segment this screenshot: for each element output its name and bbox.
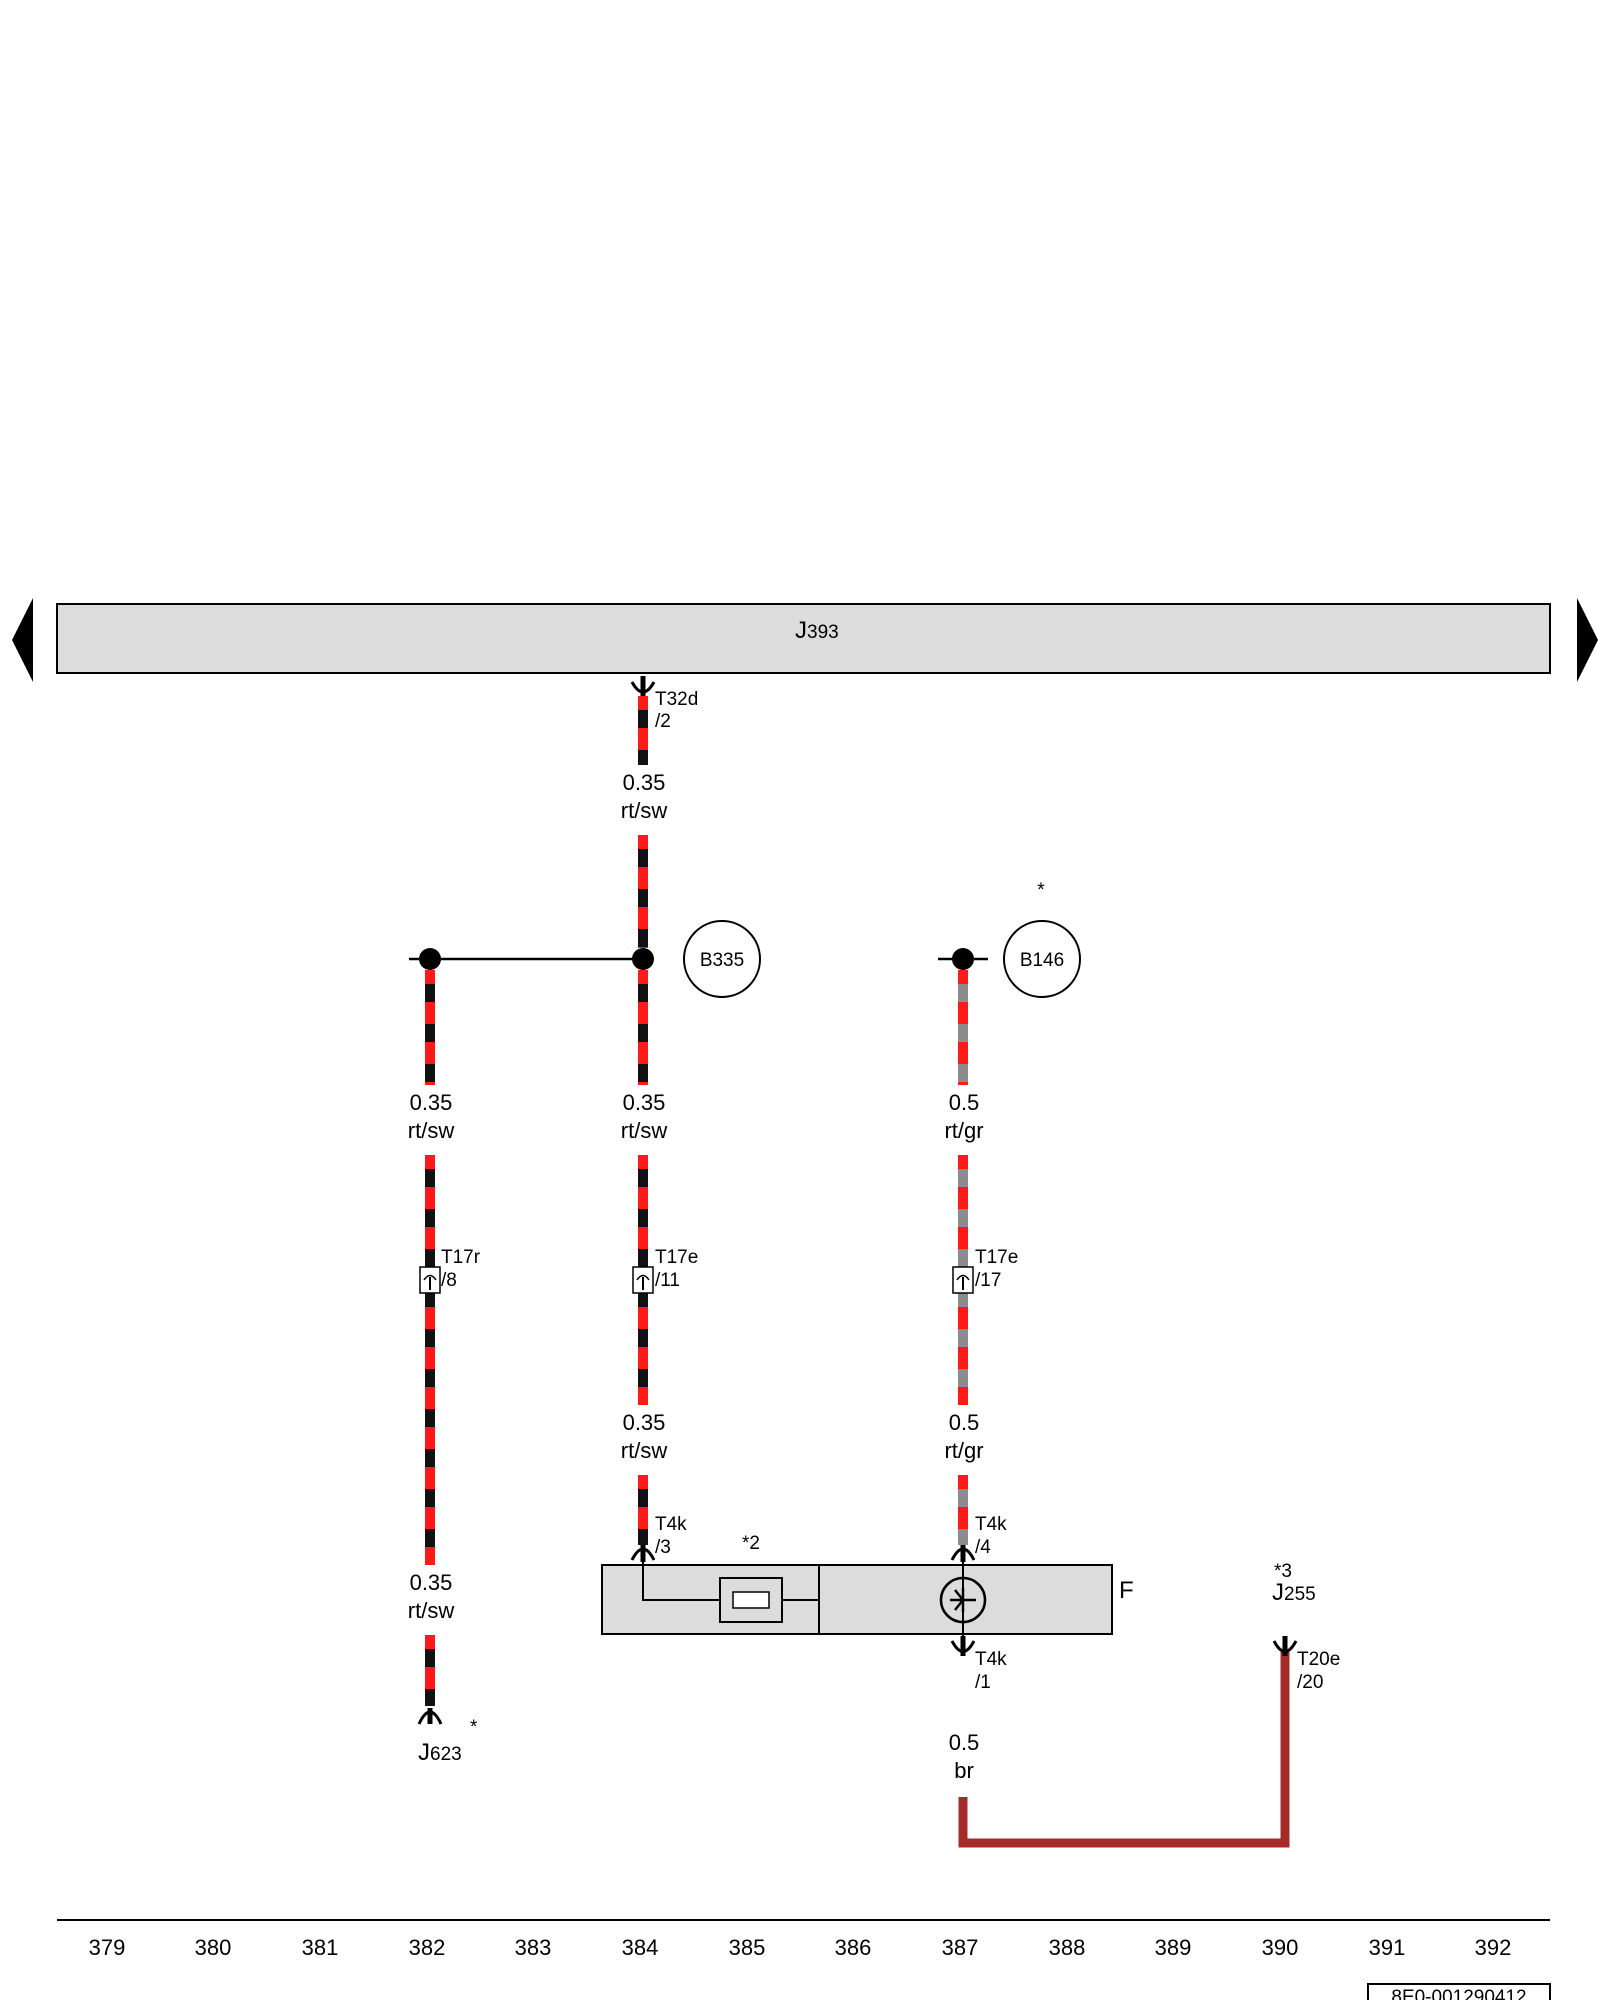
t17e-17-name: T17e: [975, 1247, 1018, 1268]
b146-label: B146: [1020, 950, 1064, 971]
b146-mark: *: [1037, 880, 1045, 901]
j255-mark: *3: [1274, 1561, 1292, 1582]
grid-number: 380: [195, 1935, 232, 1960]
grid-number: 390: [1262, 1935, 1299, 1960]
t4k-3-name: T4k: [655, 1514, 687, 1535]
wire-size-label: 0.5: [949, 1730, 980, 1755]
brake-switch-icon: [939, 1576, 987, 1624]
splice-dot-384: [632, 948, 654, 970]
wire-labels: 0.35 rt/sw 0.35 rt/sw 0.35 rt/sw 0.5 rt/…: [408, 770, 984, 1783]
grid-number: 385: [729, 1935, 766, 1960]
j623-mark: *: [470, 1717, 478, 1738]
triangle-right-icon[interactable]: [1577, 598, 1598, 682]
splice-dot-387: [952, 948, 974, 970]
grid-number: 389: [1155, 1935, 1192, 1960]
grid-number: 391: [1369, 1935, 1406, 1960]
b335-splice: [683, 920, 761, 998]
connector-labels: T32d /2 T17r /8 T17e /11 T17e /17 T4k /3…: [441, 689, 1340, 1693]
pin-t4k-4: [950, 1545, 976, 1562]
grid-number: 387: [942, 1935, 979, 1960]
grid-number: 383: [515, 1935, 552, 1960]
t20e-name: T20e: [1297, 1649, 1340, 1670]
wire-382-to-j623: [425, 1635, 435, 1706]
fuse-element: [732, 1591, 770, 1609]
wire-segments: [425, 696, 968, 1706]
pin-t20e: [1272, 1636, 1298, 1656]
t17e-11-pin: /11: [655, 1270, 680, 1291]
wire-color-label: rt/gr: [944, 1118, 983, 1143]
wire-color-label: rt/sw: [408, 1118, 455, 1143]
t17e-11-name: T17e: [655, 1247, 698, 1268]
wire-t32d-to-b335: [638, 696, 648, 765]
splice-dot-382: [419, 948, 441, 970]
wire-color-label: rt/sw: [621, 1438, 668, 1463]
t4k-3-pin: /3: [655, 1537, 671, 1558]
wire-size-label: 0.35: [623, 1090, 666, 1115]
grid-number: 384: [622, 1935, 659, 1960]
pin-t4k-3: [630, 1545, 656, 1562]
wire-size-label: 0.5: [949, 1410, 980, 1435]
j255-label: J255: [1272, 1579, 1316, 1606]
t4k-1-name: T4k: [975, 1649, 1007, 1670]
inline-connector-t17e-11: [632, 1266, 654, 1294]
f-internal-wire: [642, 1560, 819, 1601]
t17r-pin: /8: [441, 1270, 457, 1291]
j623-label: J623: [418, 1739, 462, 1766]
wire-color-label: rt/gr: [944, 1438, 983, 1463]
pin-t32d: [630, 676, 656, 696]
grid-number: 392: [1475, 1935, 1512, 1960]
b335-label: B335: [700, 950, 744, 971]
grid-number: 388: [1049, 1935, 1086, 1960]
triangle-left-icon[interactable]: [12, 598, 33, 682]
t20e-pin: /20: [1297, 1672, 1323, 1693]
t17e-17-pin: /17: [975, 1270, 1001, 1291]
wire-384-upper: [638, 835, 648, 948]
t32d-name: T32d: [655, 689, 698, 710]
t32d-pin: /2: [655, 711, 671, 732]
wire-color-label: br: [954, 1758, 974, 1783]
wire-382-lower: [425, 1155, 435, 1565]
t4k-4-pin: /4: [975, 1537, 991, 1558]
grid-number: 381: [302, 1935, 339, 1960]
j393-label: J393: [795, 617, 839, 644]
inline-connector-t17r: [419, 1266, 441, 1294]
drawing-ref: 8E0-001290412: [1391, 1987, 1526, 2000]
wire-color-label: rt/sw: [621, 1118, 668, 1143]
wire-387-to-t4k: [958, 1475, 968, 1545]
t4k-1-pin: /1: [975, 1672, 991, 1693]
drawing-ref-box: [1367, 1983, 1551, 2000]
wire-size-label: 0.5: [949, 1090, 980, 1115]
grid-number: 379: [89, 1935, 126, 1960]
wire-387-upper: [958, 970, 968, 1085]
wire-382-upper: [425, 970, 435, 1085]
wire-size-label: 0.35: [410, 1570, 453, 1595]
j393-module: [56, 603, 1551, 674]
wire-color-label: rt/sw: [621, 798, 668, 823]
t17r-name: T17r: [441, 1247, 481, 1268]
grid-numbers: 379 380 381 382 383 384 385 386 387 388 …: [89, 1935, 1512, 1960]
wire-384-middle: [638, 970, 648, 1085]
pin-j623: [417, 1708, 443, 1725]
grid-number: 382: [409, 1935, 446, 1960]
f-label: F: [1119, 1577, 1134, 1604]
wire-384-to-t4k: [638, 1475, 648, 1545]
f-fuse-mark: *2: [742, 1533, 760, 1554]
wire-br-path: [958, 1652, 1290, 1848]
grid-number: 386: [835, 1935, 872, 1960]
wire-size-label: 0.35: [623, 1410, 666, 1435]
t4k-4-name: T4k: [975, 1514, 1007, 1535]
inline-connector-t17e-17: [952, 1266, 974, 1294]
switch-contact-icon: [950, 1588, 976, 1612]
wire-size-label: 0.35: [623, 770, 666, 795]
b146-splice: [1003, 920, 1081, 998]
wire-color-label: rt/sw: [408, 1598, 455, 1623]
wire-size-label: 0.35: [410, 1090, 453, 1115]
